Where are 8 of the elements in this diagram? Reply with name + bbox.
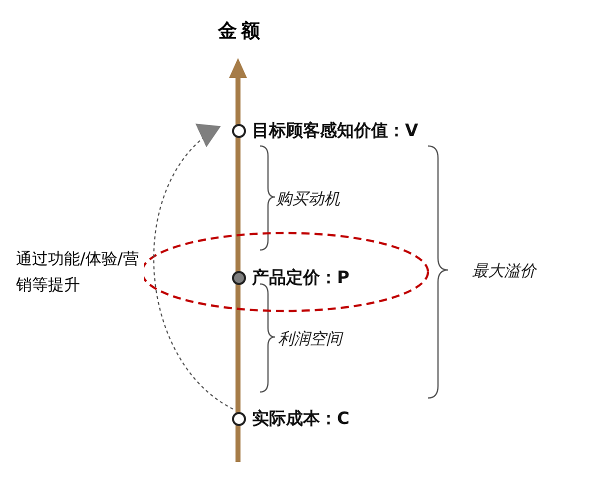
bracket-label: 最大溢价 — [472, 261, 536, 282]
value-label: 实际成本：C — [252, 408, 350, 430]
curved-arrow — [153, 124, 234, 410]
value-label: 目标顾客感知价值：V — [252, 120, 418, 142]
bracket-label: 购买动机 — [276, 189, 340, 210]
bracket-label: 利润空间 — [278, 329, 342, 350]
axis-title: 金额 — [218, 19, 264, 44]
value-label: 产品定价：P — [252, 267, 350, 289]
